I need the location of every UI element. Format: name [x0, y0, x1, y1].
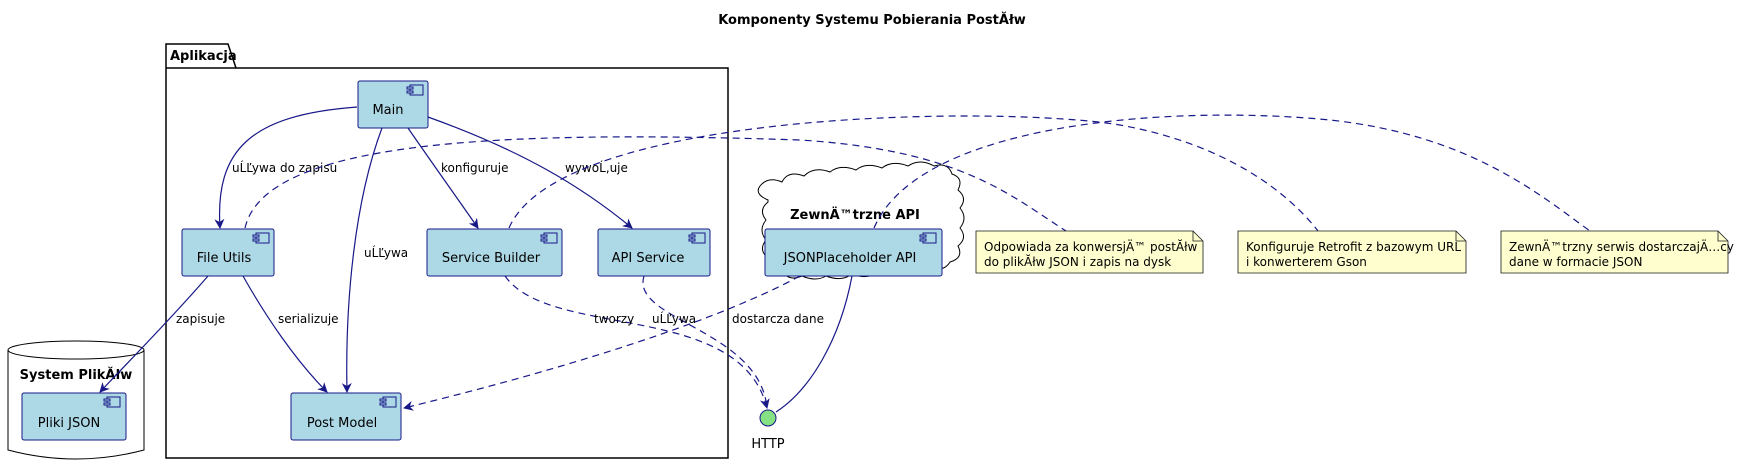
edge-jsonph-post [403, 275, 801, 411]
component-icon [252, 232, 270, 244]
component-icon [103, 396, 121, 408]
note-jsonplaceholder-line-2: dane w formacie JSON [1509, 255, 1642, 269]
edge-main-servicebuilder [407, 127, 479, 229]
component-service-builder-label: Service Builder [442, 251, 541, 266]
edge-label-main-servicebuilder: konfiguruje [441, 161, 509, 175]
interface-http-label: HTTP [751, 437, 784, 452]
component-api-service-label: API Service [612, 251, 685, 266]
note-file-utils-line-2: do plikĂłw JSON i zapis na dysk [984, 254, 1171, 269]
component-file-utils-label: File Utils [197, 251, 252, 266]
component-file-utils[interactable]: File Utils [181, 228, 275, 277]
note-service-builder: Konfiguruje Retrofit z bazowym URL i kon… [1237, 230, 1467, 274]
interface-http[interactable]: HTTP [751, 409, 785, 452]
package-system-plikow-label: System PlikĂłw [20, 367, 133, 383]
edge-fileutils-json [99, 275, 209, 393]
component-post-model-label: Post Model [307, 416, 377, 431]
note-jsonplaceholder-line-1: ZewnÄ™trzny serwis dostarczajÄ…cy [1509, 239, 1734, 254]
component-service-builder[interactable]: Service Builder [426, 228, 563, 277]
edge-label-main-fileutils: uĹĽywa do zapisu [232, 160, 337, 175]
edge-fileutils-post [242, 275, 328, 393]
package-zewnetrzne-api-label: ZewnÄ™trzne API [790, 207, 920, 223]
edge-apiservice-http [642, 275, 768, 409]
component-pliki-json[interactable]: Pliki JSON [21, 392, 127, 441]
edge-servicebuilder-http [504, 275, 770, 409]
edge-label-jsonph-post: dostarcza dane [732, 312, 824, 326]
edges: uĹĽywa do zapisu uĹĽywa konfiguruje wywo… [99, 106, 1591, 413]
component-icon [688, 232, 706, 244]
note-file-utils-line-1: Odpowiada za konwersjÄ™ postĂłw [984, 239, 1198, 254]
note1-connector [244, 136, 1067, 232]
edge-label-apiservice-http: uĹĽywa [652, 311, 696, 326]
component-post-model[interactable]: Post Model [290, 392, 402, 441]
note-file-utils: Odpowiada za konwersjÄ™ postĂłw do plikĂ… [975, 230, 1204, 274]
component-main[interactable]: Main [357, 80, 429, 129]
interface-http-circle [759, 409, 777, 427]
component-api-service[interactable]: API Service [597, 228, 711, 277]
note-service-builder-line-2: i konwerterem Gson [1246, 255, 1367, 269]
component-pliki-json-label: Pliki JSON [38, 416, 100, 431]
component-icon [919, 232, 937, 244]
package-aplikacja-label: Aplikacja [170, 49, 237, 64]
component-jsonplaceholder-api-label: JSONPlaceholder API [783, 251, 917, 266]
edge-main-postmodel [341, 127, 383, 393]
component-jsonplaceholder-api[interactable]: JSONPlaceholder API [764, 228, 943, 277]
edge-label-main-apiservice: wywoĹ‚uje [565, 160, 628, 175]
package-aplikacja: Aplikacja [165, 43, 729, 459]
note-service-builder-line-1: Konfiguruje Retrofit z bazowym URL [1246, 240, 1461, 254]
note2-connector [508, 115, 1319, 232]
edge-main-apiservice [427, 116, 633, 229]
edge-label-fileutils-json: zapisuje [176, 312, 225, 326]
component-icon [540, 232, 558, 244]
diagram-title: Komponenty Systemu Pobierania PostĂłw [718, 12, 1026, 28]
note-jsonplaceholder: ZewnÄ™trzny serwis dostarczajÄ…cy dane w… [1500, 230, 1734, 274]
component-main-label: Main [372, 103, 403, 118]
edge-label-servicebuilder-http: tworzy [594, 312, 634, 326]
edge-label-fileutils-post: serializuje [278, 312, 339, 326]
package-system-plikow: System PlikĂłw [7, 340, 145, 460]
component-icon [406, 84, 424, 96]
edge-jsonph-http [775, 275, 853, 413]
edge-label-main-postmodel: uĹĽywa [364, 245, 408, 260]
note3-connector [873, 114, 1591, 232]
edge-main-fileutils [214, 106, 358, 229]
component-icon [379, 396, 397, 408]
